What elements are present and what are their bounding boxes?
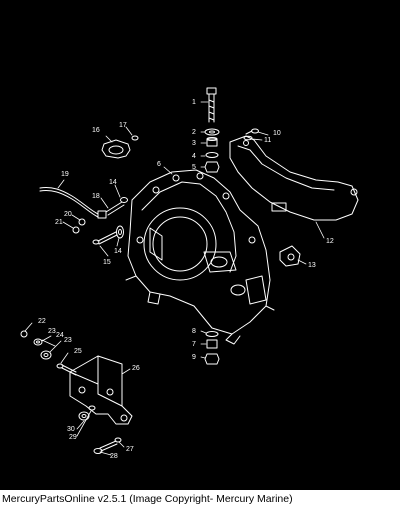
clip-part-13 (279, 245, 301, 267)
callout-6: 6 (157, 161, 161, 168)
callout-11: 11 (264, 137, 271, 144)
callout-29: 29 (69, 434, 77, 441)
callout-16: 16 (92, 127, 100, 134)
washer-part-2 (204, 128, 220, 136)
bushing-part-23 (40, 350, 52, 360)
washer-part-28 (93, 448, 103, 454)
spacer-part-3 (206, 137, 218, 147)
callout-23-top: 23 (48, 328, 56, 335)
callout-2: 2 (192, 129, 196, 136)
screw-part-21 (72, 226, 80, 234)
screw-part-17 (131, 135, 139, 141)
cover-plate-part-12 (229, 135, 359, 221)
callout-15: 15 (103, 259, 111, 266)
callout-28: 28 (110, 453, 118, 460)
ground-cable-part-19 (39, 187, 107, 219)
bolt-part-18 (105, 197, 128, 216)
callout-3: 3 (192, 140, 196, 147)
callout-12: 12 (326, 238, 334, 245)
bolt-part-15 (92, 231, 118, 245)
callout-13: 13 (308, 262, 316, 269)
washer-part-24 (33, 338, 43, 346)
callout-25: 25 (74, 348, 82, 355)
nut-part-9 (204, 353, 220, 365)
callout-4: 4 (192, 153, 196, 160)
bolt-part-1 (206, 87, 217, 123)
callout-9: 9 (192, 354, 196, 361)
image-caption: MercuryPartsOnline v2.5.1 (Image Copyrig… (0, 491, 400, 507)
nut-part-5 (204, 161, 220, 173)
screw-part-10 (245, 128, 259, 135)
flywheel-housing-part-6 (125, 169, 275, 345)
parts-diagram: 1 2 3 4 5 6 7 8 9 10 11 12 13 14 14 15 1… (0, 0, 400, 490)
callout-27: 27 (126, 446, 134, 453)
bolt-part-27 (99, 437, 122, 452)
callout-26: 26 (132, 365, 140, 372)
clamp-part-16 (101, 139, 131, 159)
washer-part-4 (205, 152, 219, 158)
washer-part-8 (205, 331, 219, 337)
washer-part-11 (243, 135, 253, 141)
spacer-part-7 (206, 339, 218, 349)
callout-numbers: 1 2 3 4 5 6 7 8 9 10 11 12 13 14 14 15 1… (38, 99, 334, 460)
callout-18: 18 (92, 193, 100, 200)
screw-part-30 (88, 405, 96, 411)
callout-21: 21 (55, 219, 63, 226)
screw-part-22 (20, 330, 28, 338)
leader-lines (24, 101, 325, 456)
callout-5: 5 (192, 164, 196, 171)
callout-23-bottom: 23 (64, 337, 72, 344)
bracket-part-26 (69, 355, 133, 425)
callout-17: 17 (119, 122, 127, 129)
callout-19: 19 (61, 171, 69, 178)
parts-diagram-canvas: 1 2 3 4 5 6 7 8 9 10 11 12 13 14 14 15 1… (20, 87, 359, 460)
screw-part-20 (78, 218, 86, 226)
callout-10: 10 (273, 130, 281, 137)
callout-20: 20 (64, 211, 72, 218)
callout-30: 30 (67, 426, 75, 433)
callout-7: 7 (192, 341, 196, 348)
callout-1: 1 (192, 99, 196, 106)
washer-part-29 (78, 411, 90, 421)
bolt-part-14 (116, 225, 124, 239)
callout-14-top: 14 (109, 179, 117, 186)
callout-22: 22 (38, 318, 46, 325)
callout-14-bottom: 14 (114, 248, 122, 255)
callout-8: 8 (192, 328, 196, 335)
callout-24: 24 (56, 332, 64, 339)
